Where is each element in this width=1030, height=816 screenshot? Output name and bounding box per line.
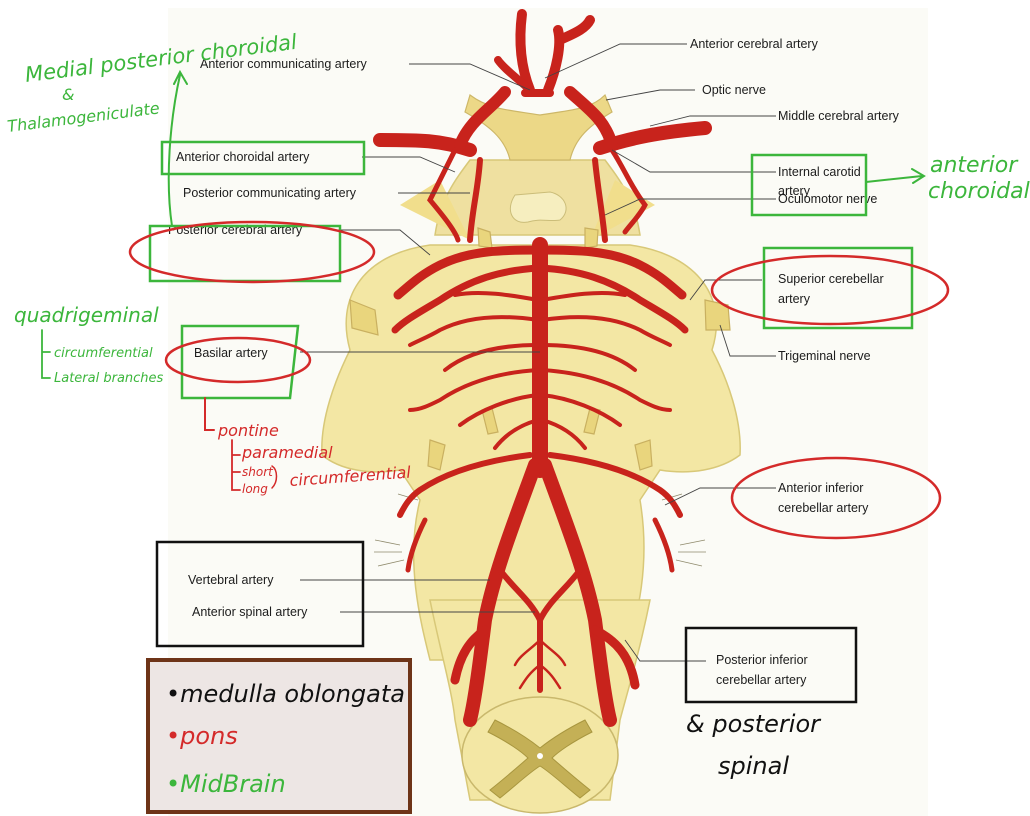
note-pontine: pontine bbox=[217, 421, 279, 440]
label-superior-cerebellar-1: Superior cerebellar bbox=[778, 272, 884, 286]
note-circumferential: circumferential bbox=[54, 346, 153, 361]
label-middle-cerebral: Middle cerebral artery bbox=[778, 109, 900, 123]
oculomotor-nerve-right bbox=[585, 228, 598, 248]
note-long: long bbox=[242, 482, 268, 496]
label-anterior-cerebral: Anterior cerebral artery bbox=[690, 37, 819, 51]
label-aica-1: Anterior inferior bbox=[778, 481, 863, 495]
label-pica-2: cerebellar artery bbox=[716, 673, 807, 687]
note-pca-branches-2: & bbox=[62, 85, 74, 104]
note-ica-branch-2: choroidal bbox=[928, 179, 1030, 204]
label-trigeminal: Trigeminal nerve bbox=[778, 349, 871, 363]
label-anterior-choroidal: Anterior choroidal artery bbox=[176, 150, 310, 164]
label-aica-2: cerebellar artery bbox=[778, 501, 869, 515]
label-internal-carotid-1: Internal carotid bbox=[778, 165, 861, 179]
label-posterior-communicating: Posterior communicating artery bbox=[183, 186, 357, 200]
note-posterior-spinal-1: & posterior bbox=[686, 710, 822, 738]
label-anterior-spinal: Anterior spinal artery bbox=[192, 605, 308, 619]
note-ica-branch-1: anterior bbox=[930, 153, 1019, 178]
legend-midbrain: •MidBrain bbox=[166, 770, 286, 798]
note-posterior-spinal-2: spinal bbox=[718, 752, 789, 780]
central-canal bbox=[537, 753, 543, 759]
label-vertebral: Vertebral artery bbox=[188, 573, 274, 587]
label-oculomotor: Oculomotor nerve bbox=[778, 192, 877, 206]
note-paramedial: paramedial bbox=[241, 443, 333, 462]
note-pca-branches-3: Thalamogeniculate bbox=[6, 98, 161, 136]
legend-pons: •pons bbox=[166, 722, 238, 750]
green-bracket-quadrigeminal bbox=[42, 330, 50, 378]
label-pica-1: Posterior inferior bbox=[716, 653, 808, 667]
note-quadrigeminal: quadrigeminal bbox=[14, 303, 159, 327]
note-lateral-branches: Lateral branches bbox=[54, 371, 164, 386]
trigeminal-nerve-right bbox=[705, 300, 730, 330]
label-basilar: Basilar artery bbox=[194, 346, 268, 360]
note-short: short bbox=[242, 465, 274, 479]
label-superior-cerebellar-2: artery bbox=[778, 292, 811, 306]
label-optic-nerve: Optic nerve bbox=[702, 83, 766, 97]
legend-medulla: •medulla oblongata bbox=[166, 680, 405, 708]
mammillary-region bbox=[510, 192, 566, 222]
